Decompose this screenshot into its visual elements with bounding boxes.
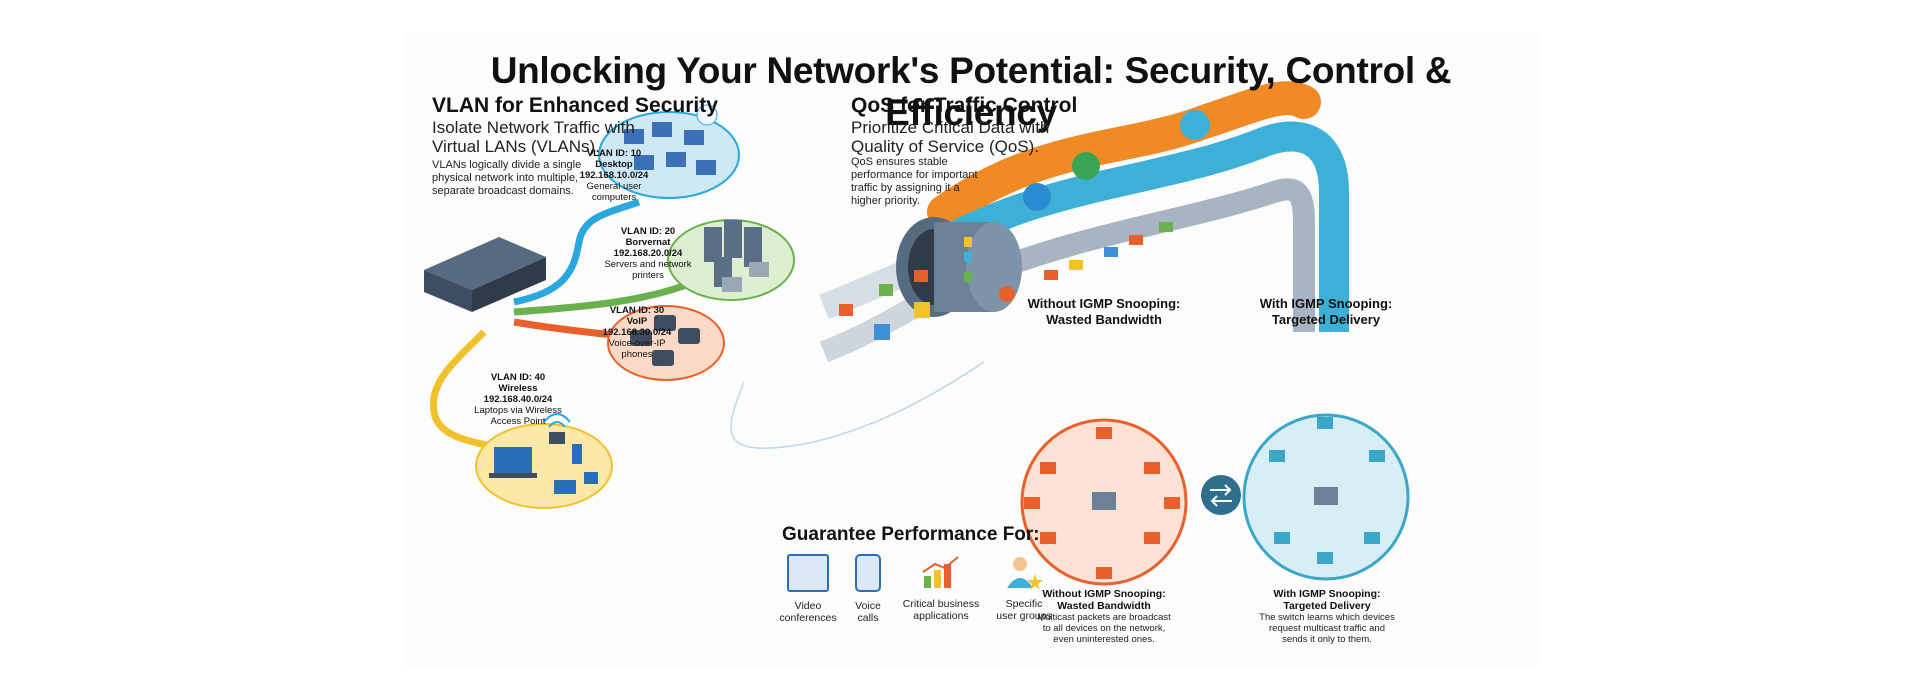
page-title: Unlocking Your Network's Potential: Secu… — [490, 50, 1452, 133]
performance-item-business: Critical business applications — [898, 554, 984, 622]
qos-section-title: QoS for Traffic Control — [851, 94, 1078, 117]
business-chart-icon — [922, 556, 959, 588]
igmp-with-caption: With IGMP Snooping: Targeted Delivery Th… — [1259, 588, 1395, 645]
servers — [704, 220, 769, 292]
performance-label: Critical business — [902, 598, 980, 610]
qos-icons — [1023, 110, 1210, 211]
voip-phones — [630, 315, 700, 366]
igmp-without-caption: Without IGMP Snooping: Wasted Bandwidth … — [1037, 588, 1171, 645]
performance-title: Guarantee Performance For: — [782, 524, 1040, 545]
performance-label: user groups — [996, 610, 1052, 622]
qos-packets — [839, 222, 1173, 340]
qos-tunnel — [896, 217, 1022, 317]
swap-arrows-icon — [1201, 475, 1241, 515]
performance-item-users: Specific user groups — [988, 554, 1060, 622]
network-switch — [424, 237, 546, 312]
user-icon — [696, 104, 718, 126]
performance-label: conferences — [779, 612, 837, 624]
user-group-icon — [1007, 557, 1043, 590]
performance-item-video: Video conferences — [778, 554, 838, 624]
vlan-30-bubble — [607, 305, 725, 381]
igmp-with-heading: With IGMP Snooping:Targeted Delivery — [1259, 296, 1393, 327]
igmp-without-heading: Without IGMP Snooping:Wasted Bandwidth — [1027, 296, 1181, 327]
wireless-devices — [489, 413, 598, 494]
performance-label: Specific — [1005, 598, 1043, 610]
performance-label: applications — [913, 610, 969, 622]
performance-item-voice: Voice calls — [844, 554, 892, 624]
igmp-without-diagram — [1020, 418, 1188, 586]
performance-label: Voice — [855, 600, 881, 612]
infographic-canvas: Unlocking Your Network's Potential: Secu… — [404, 32, 1538, 666]
igmp-with-diagram — [1242, 413, 1410, 581]
diagram-graphics — [424, 81, 1410, 586]
vlan-section-title: VLAN for Enhanced Security — [432, 94, 718, 117]
desktop-computers — [624, 122, 716, 175]
performance-label: Video — [794, 600, 822, 612]
voice-call-icon — [855, 554, 881, 592]
video-conference-icon — [787, 554, 829, 592]
performance-label: calls — [857, 612, 879, 624]
